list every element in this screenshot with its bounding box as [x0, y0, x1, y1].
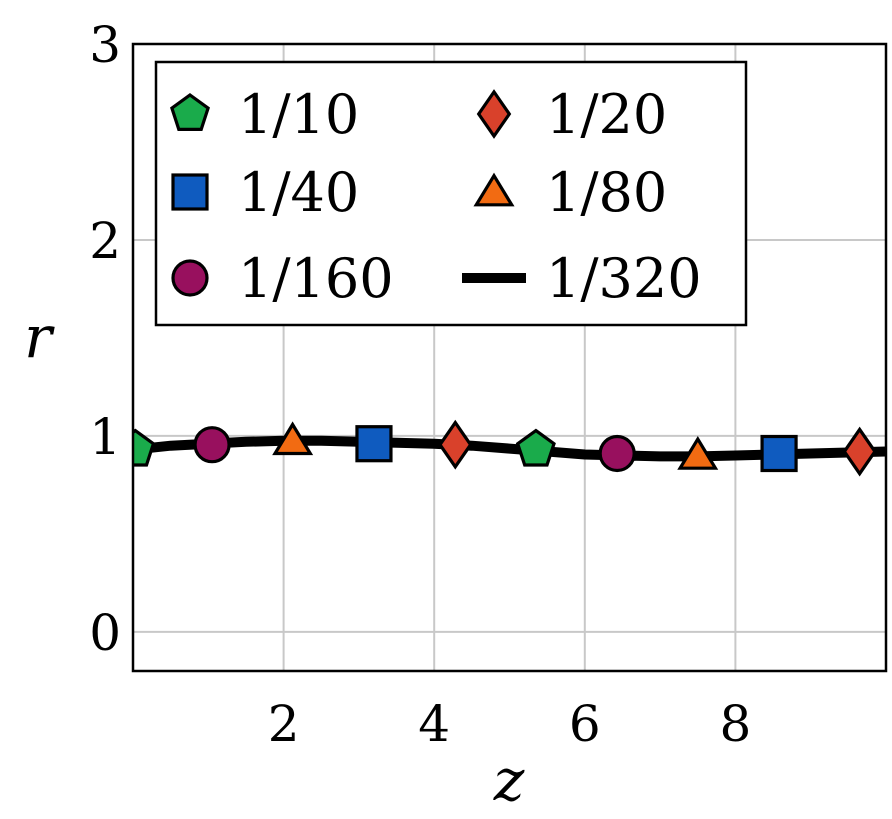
legend-swatch-1-20 [476, 89, 512, 139]
legend-swatch-1-80 [473, 172, 515, 207]
x-tick-label: 6 [569, 695, 601, 753]
data-point-1-80 [272, 421, 314, 456]
legend-label-1-80: 1/80 [546, 161, 667, 224]
legend-label-1-320: 1/320 [546, 247, 702, 310]
tick-labels: 2 4 6 8 0 1 2 3 [89, 16, 751, 753]
legend-label-1-10: 1/10 [238, 83, 359, 146]
data-point-1-10 [133, 428, 156, 467]
legend-swatch-1-10 [170, 93, 210, 131]
data-point-1-40 [760, 434, 798, 473]
y-tick-label: 2 [89, 212, 121, 270]
data-point-1-20 [842, 426, 877, 477]
plot-area [133, 419, 886, 477]
y-axis-label: r [24, 303, 55, 371]
legend-label-1-160: 1/160 [238, 247, 394, 310]
series-group [133, 419, 886, 477]
legend-swatch-1-160 [171, 259, 209, 297]
x-tick-label: 8 [719, 695, 751, 753]
x-tick-label: 4 [418, 695, 450, 753]
data-point-1-10 [515, 428, 556, 467]
data-point-1-160 [193, 426, 231, 464]
legend-label-1-20: 1/20 [546, 83, 667, 146]
y-tick-label: 0 [89, 604, 121, 662]
legend: 1/10 1/20 1/40 1/80 1/160 1/320 [154, 60, 748, 327]
plot-frame [131, 42, 888, 673]
data-point-1-80 [677, 436, 719, 470]
legend-swatch-1-40 [171, 173, 209, 211]
data-point-1-160 [598, 434, 636, 473]
y-tick-label: 3 [89, 16, 121, 74]
x-axis-label: z [493, 746, 525, 814]
data-point-1-40 [355, 425, 393, 463]
legend-box [154, 60, 748, 327]
legend-label-1-40: 1/40 [238, 161, 359, 224]
x-tick-label: 2 [268, 695, 300, 753]
series-line-1-320 [133, 435, 886, 462]
data-point-1-20 [438, 419, 473, 470]
y-tick-label: 1 [89, 408, 121, 466]
